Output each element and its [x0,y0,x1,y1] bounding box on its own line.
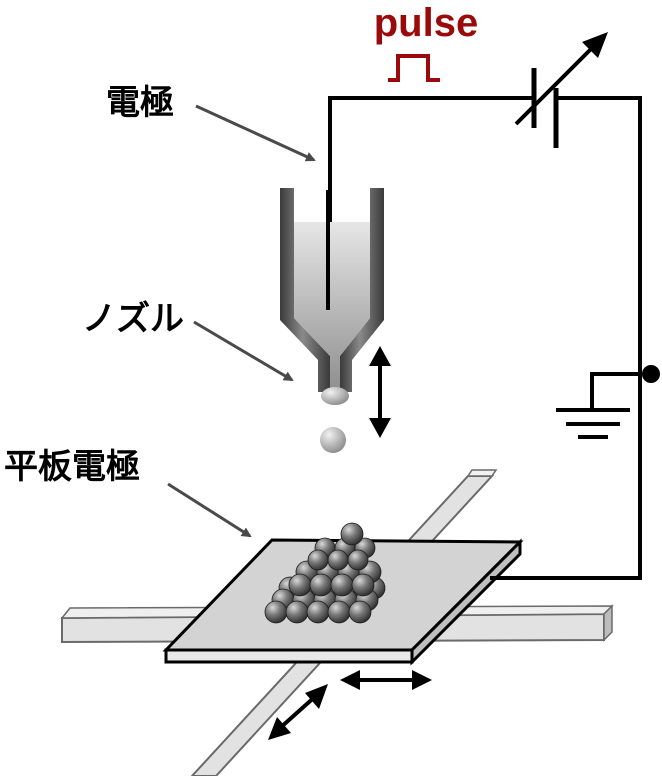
diagonal-motion-arrow-icon [268,684,328,740]
sphere [347,549,369,571]
horizontal-motion-arrow-icon [340,670,432,690]
sphere [264,600,288,624]
ground-icon [556,408,630,439]
sphere [348,600,372,624]
sphere [330,573,354,597]
nozzle [280,188,384,405]
sphere [309,573,333,597]
sphere [327,600,351,624]
variable-voltage-source-icon [514,32,608,148]
sphere [306,600,330,624]
electrode-label: 電極 [106,83,174,123]
sphere [351,573,375,597]
sphere [340,522,364,546]
nozzle-pointer-arrow [193,320,294,382]
flat-plate-electrode-label: 平板電極 [4,447,140,487]
sphere [285,600,309,624]
nozzle-label: ノズル [82,299,184,339]
pulse-label: pulse [374,1,478,45]
droplet [320,427,346,453]
sphere [288,573,312,597]
circuit-wire [328,96,642,580]
vertical-motion-arrow-icon [369,346,391,438]
plate-pointer-arrow [167,482,252,538]
sphere [327,549,349,571]
sphere [307,549,329,571]
pulse-waveform-icon [388,54,440,82]
junction-dot [642,365,660,383]
electrode-pointer-arrow [195,104,316,162]
sphere-stack [264,522,386,624]
